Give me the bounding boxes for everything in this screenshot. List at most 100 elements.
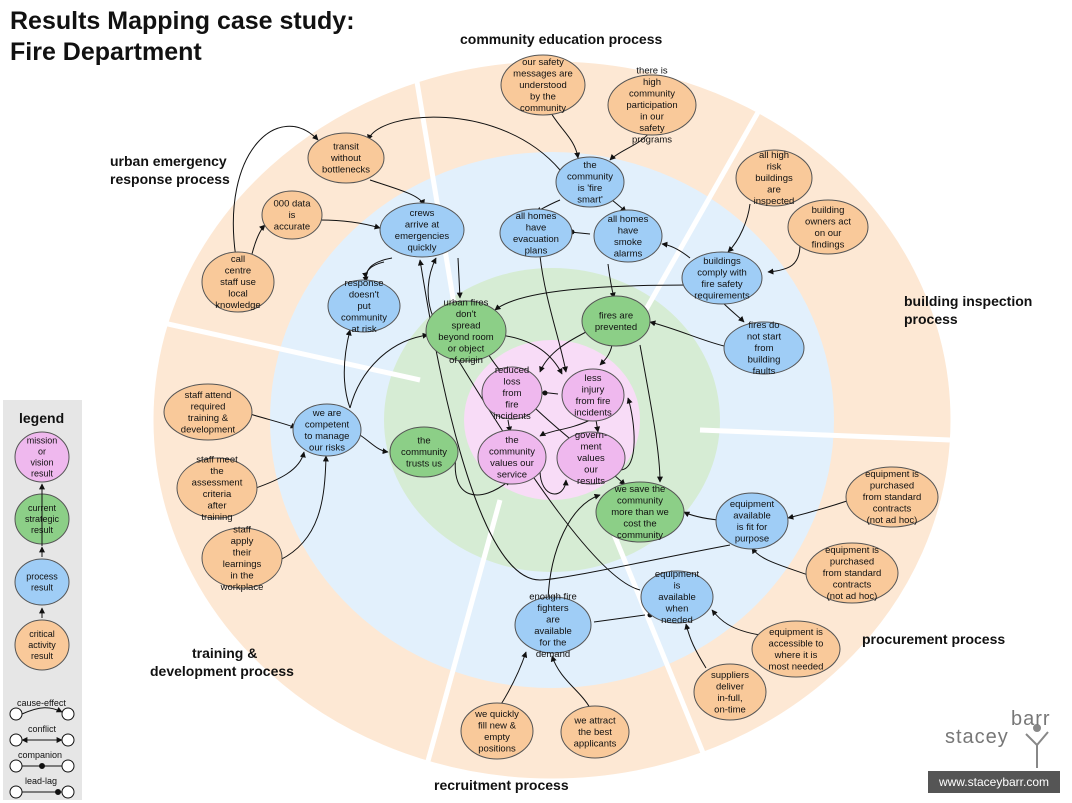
node-transit[interactable]	[307, 132, 385, 184]
node-save-more[interactable]	[595, 481, 685, 543]
link-19	[456, 257, 463, 299]
node-staff-attend[interactable]	[163, 383, 253, 441]
node-values-service[interactable]	[477, 429, 547, 485]
link-4	[232, 125, 319, 259]
node-evacuation[interactable]	[499, 208, 573, 258]
node-fires-prevented[interactable]	[581, 295, 651, 347]
node-buildings-comply[interactable]	[681, 251, 763, 305]
link-48	[499, 651, 528, 707]
label-training-1: training &	[192, 645, 257, 661]
legend-conflict-b	[61, 733, 75, 747]
legend-leadlag-dot	[55, 789, 61, 795]
node-smoke-alarms[interactable]	[593, 209, 663, 263]
link-41	[683, 511, 719, 521]
node-less-injury[interactable]	[561, 368, 625, 422]
node-crews-arrive[interactable]	[379, 202, 465, 258]
legend-conflict-a	[9, 733, 23, 747]
node-fire-smart[interactable]	[555, 156, 625, 208]
link-35	[249, 451, 306, 491]
link-25	[599, 344, 613, 366]
node-trusts-us[interactable]	[389, 426, 459, 478]
mission-results	[477, 366, 626, 485]
node-faults[interactable]	[723, 321, 805, 375]
link-21	[343, 329, 352, 409]
legend-conflict: conflict	[28, 724, 57, 734]
node-reduced-loss[interactable]	[481, 366, 543, 420]
node-enough-ff[interactable]	[514, 596, 592, 654]
link-18	[539, 255, 568, 373]
node-attract[interactable]	[560, 705, 630, 759]
node-000-data[interactable]	[261, 190, 323, 240]
legend-leadlag-b	[61, 785, 75, 799]
node-call-centre[interactable]	[201, 251, 275, 313]
label-urban-emergency-1: urban emergency	[110, 153, 227, 169]
node-purchased-1[interactable]	[845, 466, 939, 528]
node-safety-messages[interactable]	[500, 54, 586, 116]
brand-name-1: stacey	[945, 726, 1009, 748]
node-suppliers[interactable]	[693, 663, 767, 721]
label-training-2: development process	[150, 663, 294, 679]
node-owners-act[interactable]	[787, 199, 869, 255]
node-urban-fires[interactable]	[425, 300, 507, 362]
divider-4	[597, 499, 713, 771]
node-high-risk[interactable]	[735, 149, 813, 207]
process-labels: community education process urban emerge…	[110, 31, 1032, 793]
node-response-risk[interactable]	[327, 279, 401, 333]
node-fit-purpose[interactable]	[715, 492, 789, 550]
logo-head	[1033, 724, 1041, 732]
label-recruitment: recruitment process	[434, 777, 569, 793]
link-40	[751, 547, 809, 576]
url-link[interactable]: www.staceybarr.com	[928, 771, 1060, 793]
link-30	[539, 469, 569, 495]
link-31	[619, 397, 635, 471]
label-building-inspection-1: building inspection	[904, 293, 1032, 309]
link-50	[362, 261, 385, 279]
link-49	[550, 655, 591, 709]
node-accessible[interactable]	[751, 620, 841, 678]
node-staff-apply[interactable]	[201, 527, 283, 589]
legend-ce-b	[61, 707, 75, 721]
title-line-2: Fire Department	[10, 38, 202, 66]
link-43	[711, 609, 761, 636]
node-govt-values[interactable]	[556, 431, 626, 485]
link-24	[539, 329, 591, 373]
critical-results	[163, 54, 939, 760]
node-purchased-2[interactable]	[805, 542, 899, 604]
page-title: Results Mapping case study: Fire Departm…	[10, 6, 355, 68]
legend-ce-line	[21, 706, 63, 715]
node-competent[interactable]	[292, 403, 362, 457]
node-fill-positions[interactable]	[460, 702, 534, 760]
node-staff-meet[interactable]	[176, 457, 258, 519]
legend-ce-a	[9, 707, 23, 721]
node-available-needed[interactable]	[640, 570, 714, 624]
node-high-participation[interactable]	[607, 74, 697, 136]
